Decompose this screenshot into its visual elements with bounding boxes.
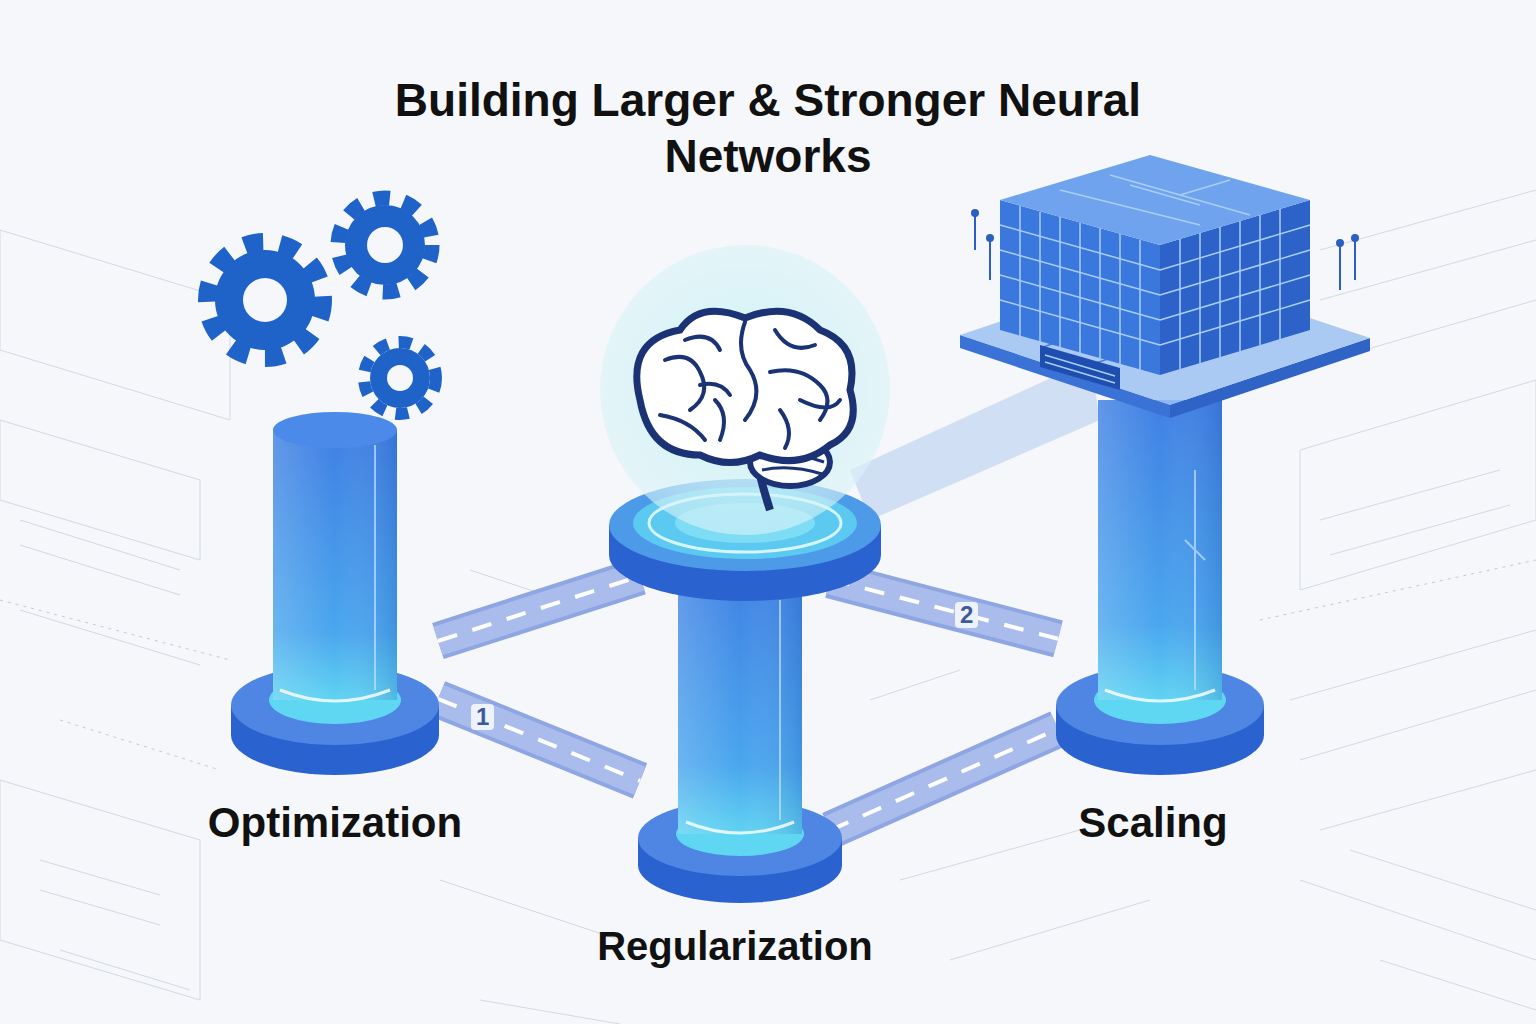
road-stripe xyxy=(830,579,1058,639)
road-stripe xyxy=(438,576,640,641)
road-stripe xyxy=(830,729,1058,831)
pillar-label: Scaling xyxy=(1078,798,1227,848)
road-connector xyxy=(438,576,640,641)
pillar-node: Scaling xyxy=(1058,430,1248,790)
pillar-node: Regularization xyxy=(640,570,830,880)
brain-icon xyxy=(600,245,890,535)
road-stripe xyxy=(830,729,1058,831)
regularization-pillar xyxy=(638,560,842,903)
road-stripe xyxy=(438,699,640,781)
road-stripe xyxy=(438,699,640,781)
pillar-node: Optimization xyxy=(232,420,438,760)
optimization-pillar xyxy=(231,412,439,775)
road-stripe xyxy=(830,729,1058,831)
pillar-label: Optimization xyxy=(208,798,462,848)
road-connector xyxy=(438,699,640,781)
title: Building Larger & Stronger Neural Networ… xyxy=(388,72,1148,184)
pillar-label: Regularization xyxy=(597,922,873,970)
road-stripe xyxy=(438,576,640,641)
road-stripe xyxy=(438,699,640,781)
gears-icon xyxy=(207,198,436,414)
road-stripe xyxy=(438,576,640,641)
road-stripe xyxy=(830,579,1058,639)
scaling-pillar xyxy=(1056,400,1264,775)
callout-number: 2 xyxy=(955,602,978,628)
road-connector xyxy=(830,729,1058,831)
road-stripe xyxy=(830,579,1058,639)
road-connector xyxy=(830,579,1058,639)
callout-number: 1 xyxy=(471,704,494,730)
building-icon xyxy=(960,155,1370,418)
